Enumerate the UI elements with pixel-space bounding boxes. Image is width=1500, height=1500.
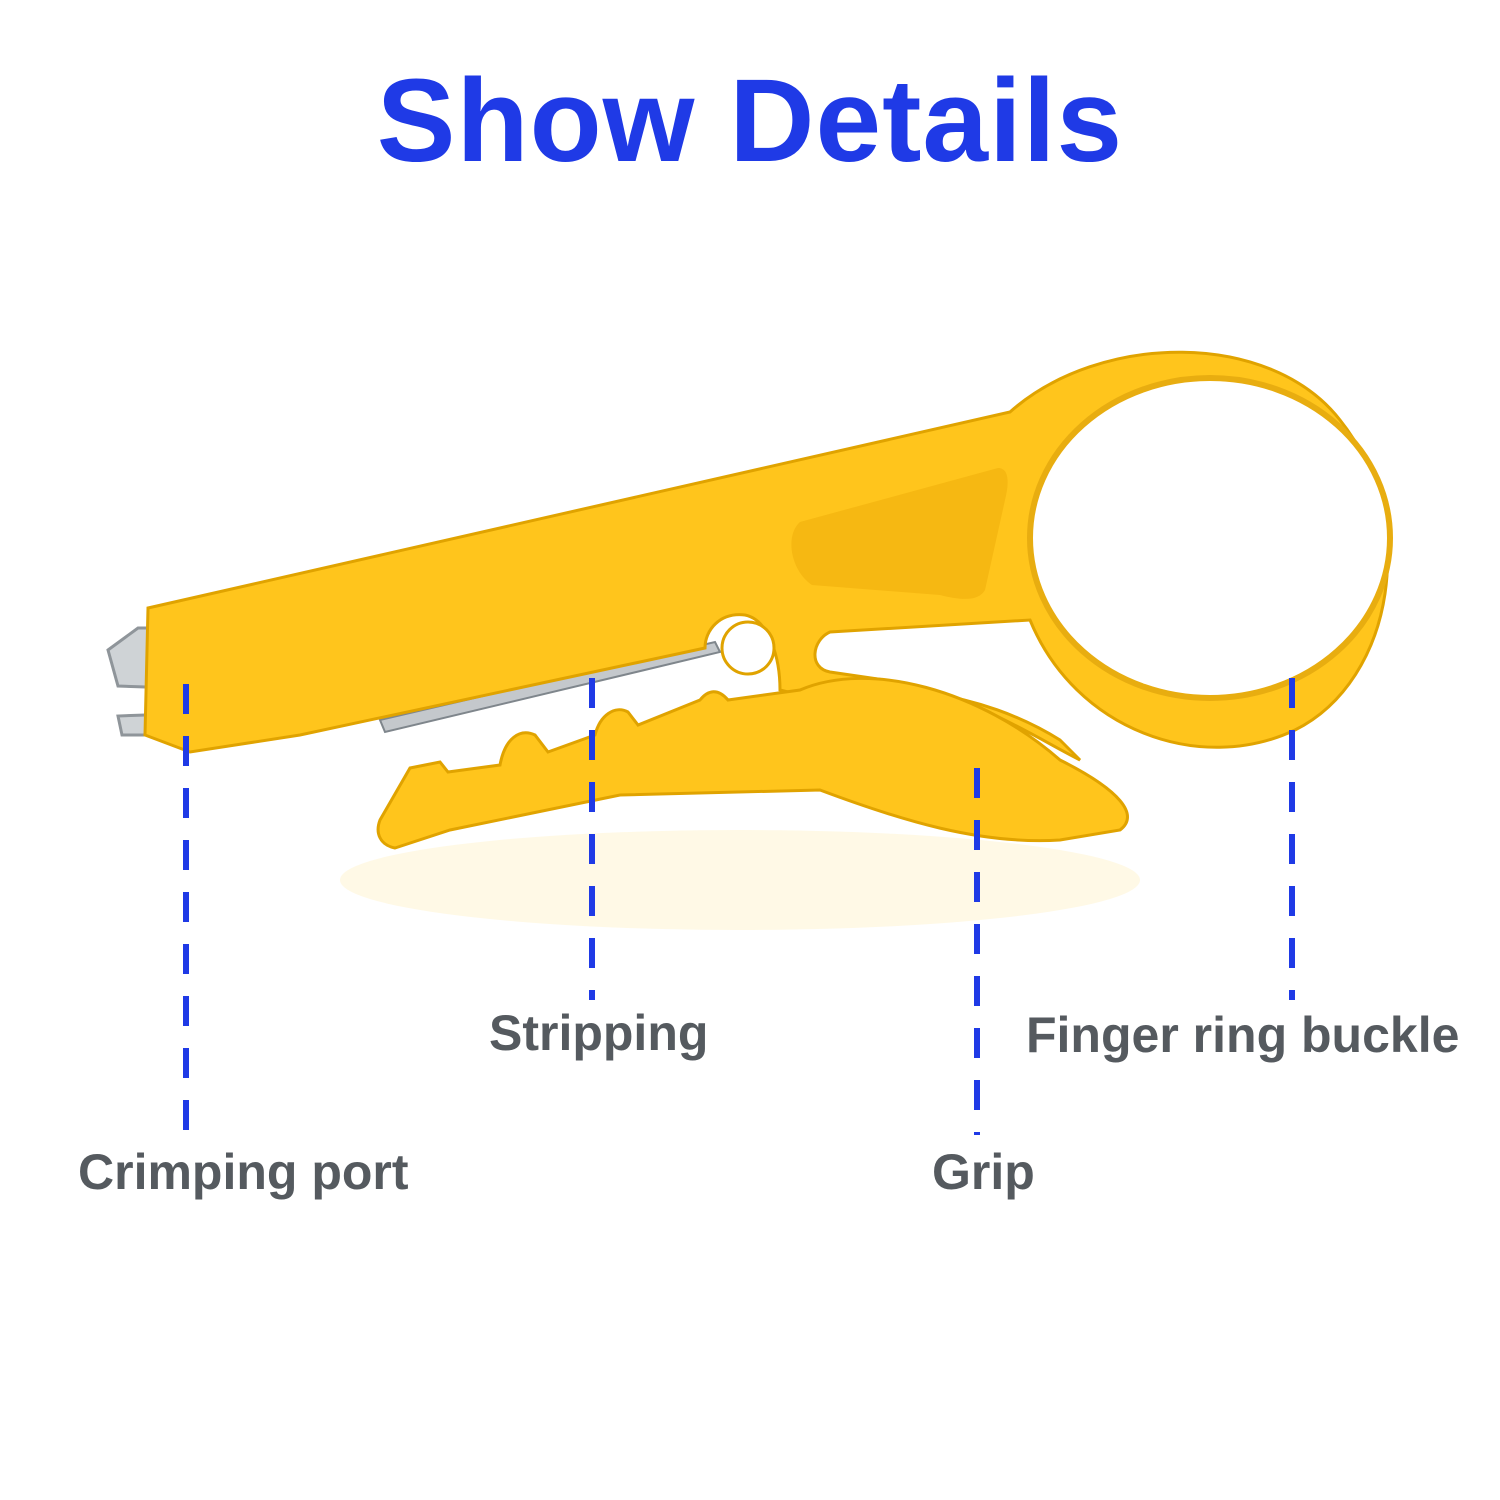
finger-ring-hole — [1027, 375, 1393, 701]
label-grip: Grip — [932, 1144, 1035, 1200]
label-finger-ring-buckle: Finger ring buckle — [1026, 1007, 1460, 1063]
label-stripping: Stripping — [489, 1005, 709, 1061]
lower-lever — [376, 676, 1129, 850]
label-crimping-port: Crimping port — [78, 1144, 409, 1200]
grip-recess — [791, 468, 1008, 599]
pivot-hole — [720, 620, 776, 676]
page-title: Show Details — [376, 55, 1124, 187]
reflection — [340, 830, 1140, 930]
